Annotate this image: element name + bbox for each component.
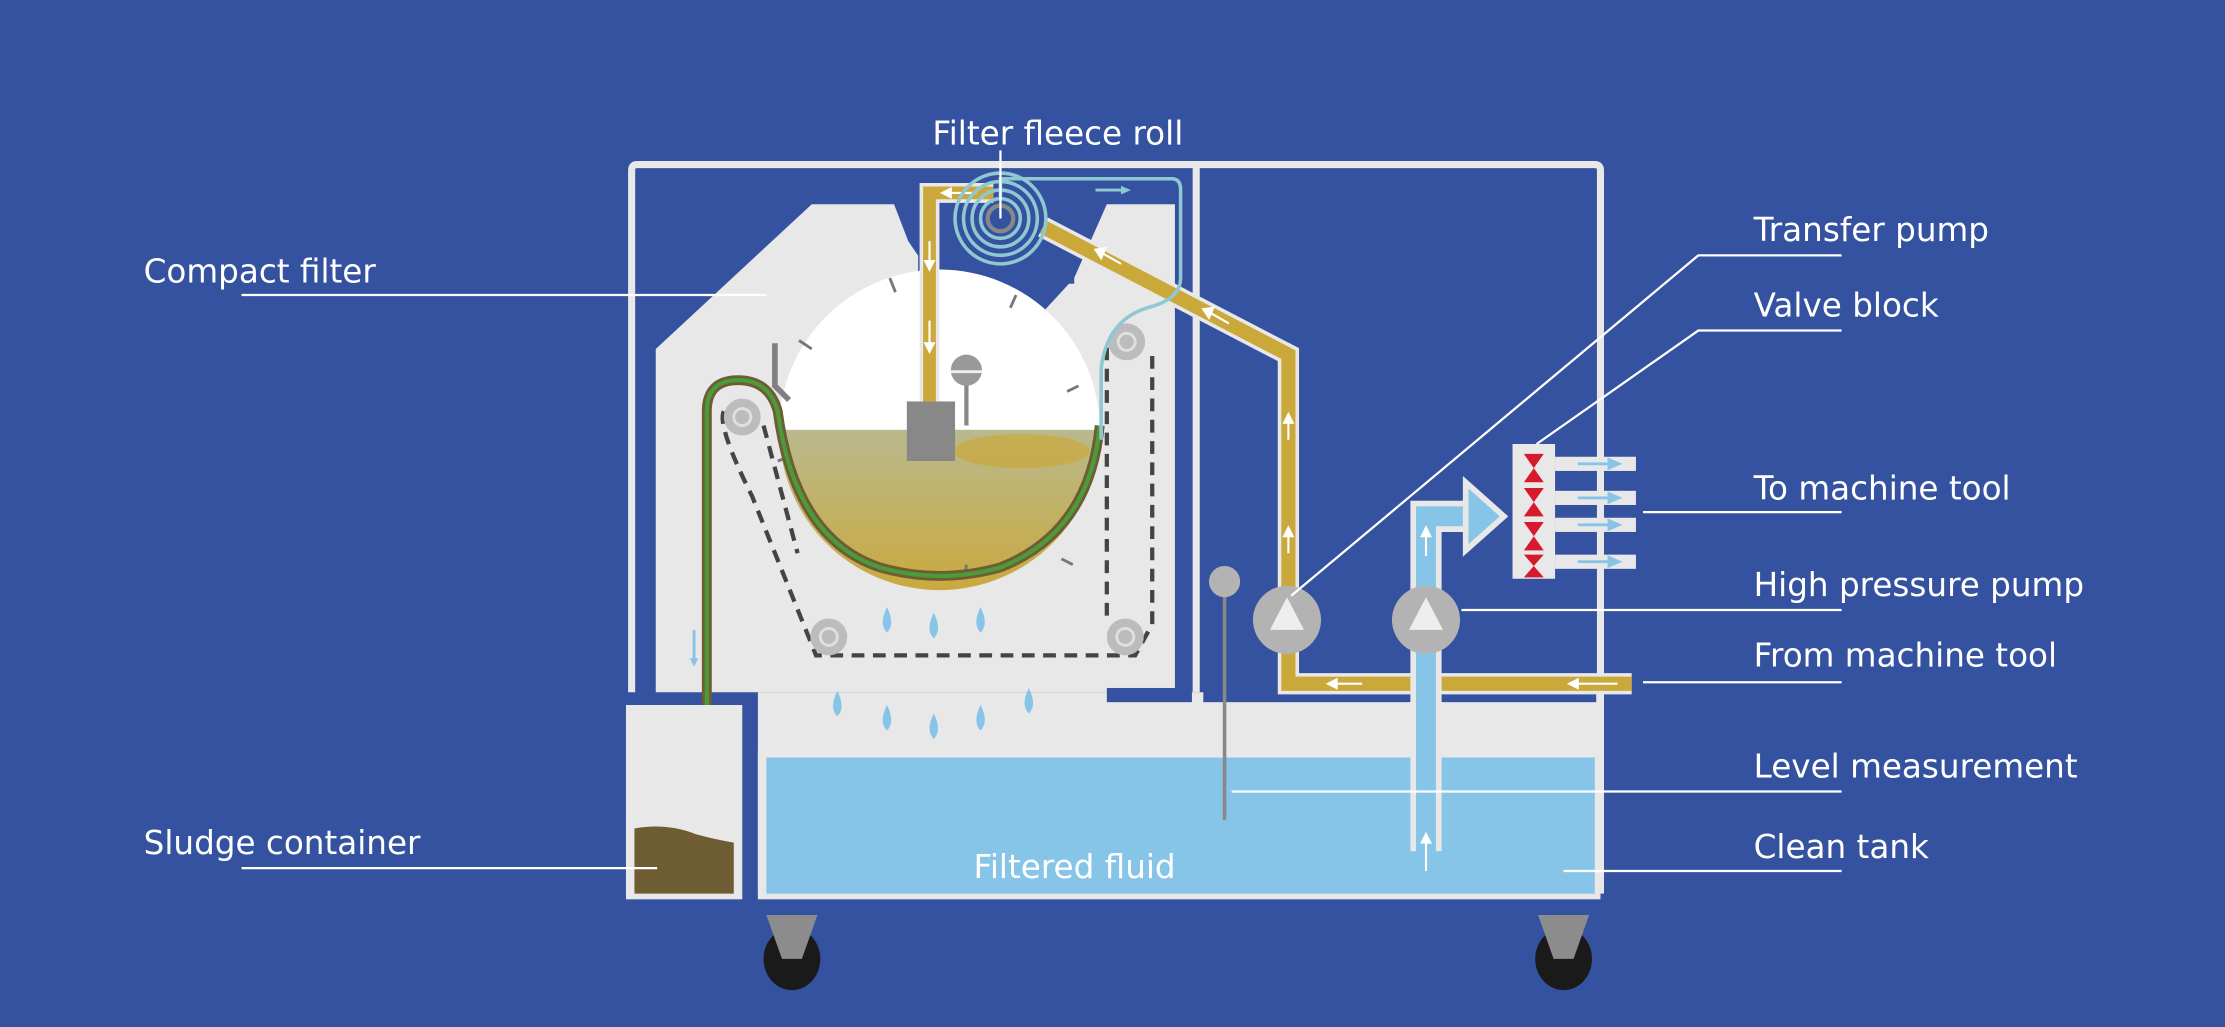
conveyor-belt-upper — [761, 425, 800, 554]
pump-icon — [1252, 585, 1322, 654]
label-sludge-container: Sludge container — [144, 824, 421, 862]
roller-icon — [810, 618, 848, 656]
return-pipe-core — [1039, 220, 1632, 691]
droplet-icon — [882, 704, 892, 731]
wheel-icon — [1535, 914, 1592, 991]
flow-arrow-icon — [1095, 185, 1131, 195]
valve-icon — [1523, 453, 1544, 578]
roller-icon — [1106, 618, 1144, 656]
machine-frame — [628, 161, 1605, 894]
roller-icon — [723, 398, 761, 436]
fleece-belt — [704, 378, 1102, 809]
label-clean-tank: Clean tank — [1754, 828, 1929, 866]
label-to-machine-tool: To machine tool — [1753, 469, 2011, 507]
label-valve-block: Valve block — [1754, 286, 1939, 324]
clean-fluid-pipe-core — [1416, 506, 1466, 852]
sludge — [634, 826, 734, 894]
label-compact-filter: Compact filter — [144, 252, 377, 290]
droplet-icon — [929, 612, 939, 639]
conveyor-belt — [720, 354, 1155, 658]
filtered-fluid-label: Filtered fluid — [973, 848, 1175, 886]
filtered-fluid — [766, 757, 1595, 894]
pump-icon — [1391, 585, 1461, 654]
droplet-icon — [929, 713, 939, 740]
filter-gap — [1106, 687, 1192, 703]
inlet-nozzle — [906, 401, 956, 462]
droplet-icon — [882, 607, 892, 633]
label-from-machine-tool: From machine tool — [1754, 637, 2057, 675]
label-level-measurement: Level measurement — [1754, 747, 2078, 785]
scraper — [772, 343, 792, 403]
droplet-icon — [976, 704, 985, 731]
droplet-icon — [976, 607, 985, 633]
flow-arrow-icon — [689, 629, 699, 667]
label-transfer-pump: Transfer pump — [1753, 211, 1989, 249]
fleece-path — [998, 176, 1183, 440]
clean-flow-arrow-head — [1462, 475, 1509, 557]
label-filter-fleece-roll: Filter fleece roll — [932, 115, 1183, 153]
label-high-pressure-pump: High pressure pump — [1754, 566, 2084, 604]
level-sensor-head — [1208, 565, 1241, 598]
droplet-icon — [1024, 687, 1034, 714]
leader-valve-block — [1535, 329, 1842, 445]
flow-arrow-icon — [1577, 457, 1623, 569]
droplet-icon — [833, 690, 842, 717]
flow-arrow-icon — [923, 186, 1618, 690]
roller-icon — [1108, 323, 1146, 361]
leader-transfer-pump — [1290, 254, 1842, 597]
valve-block — [1512, 443, 1636, 579]
droplets — [833, 607, 1034, 740]
wheel-icon — [763, 914, 821, 991]
inflow-plume — [953, 434, 1090, 469]
flow-arrow-icon — [1420, 525, 1432, 871]
